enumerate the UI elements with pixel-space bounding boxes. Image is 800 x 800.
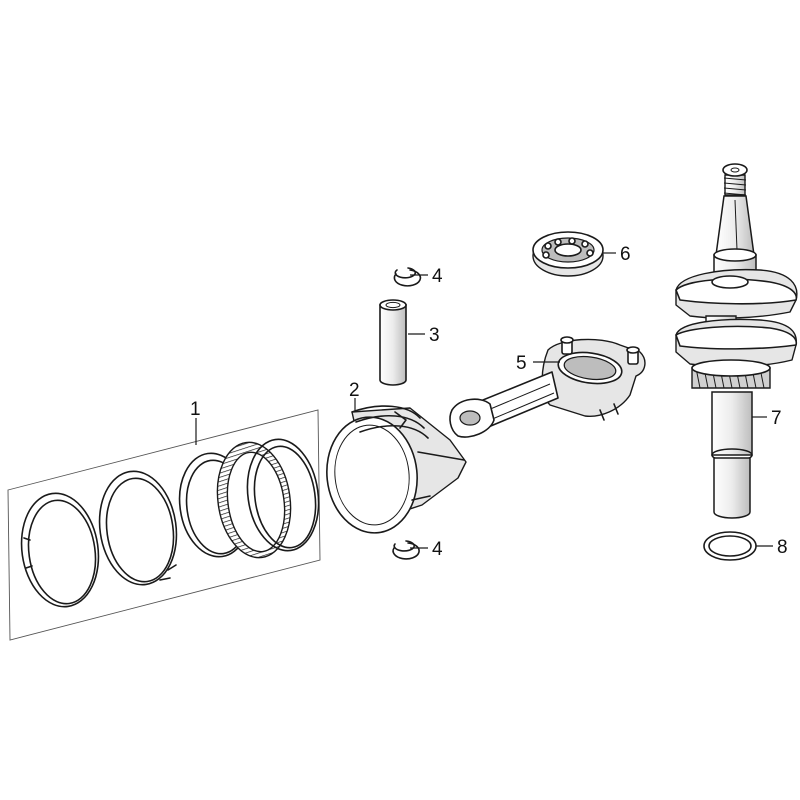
callout-3: 3 [429,325,440,346]
callout-5: 5 [516,353,527,374]
piston-pin-clip-top [393,267,422,287]
callout-4-top: 4 [432,266,443,287]
oil-ring-rail-outer [246,438,320,552]
callout-1: 1 [190,399,201,420]
crankshaft [675,163,798,519]
piston [326,405,467,534]
callout-6: 6 [620,244,631,265]
oil-ring-expander [216,441,292,559]
compression-ring-second [98,470,178,586]
connecting-rod [449,336,646,438]
callout-7: 7 [771,408,782,429]
ball-bearing [532,231,604,277]
ring-set-frame [7,409,321,641]
piston-ring-set [7,409,321,641]
leader-lines [195,252,773,549]
piston-pin [379,299,407,386]
callout-2: 2 [349,380,360,401]
thrust-washer [703,531,757,561]
compression-ring-top [20,492,100,608]
piston-pin-clip-bottom [392,540,420,560]
callout-8: 8 [777,537,788,558]
callout-4-bottom: 4 [432,539,443,560]
